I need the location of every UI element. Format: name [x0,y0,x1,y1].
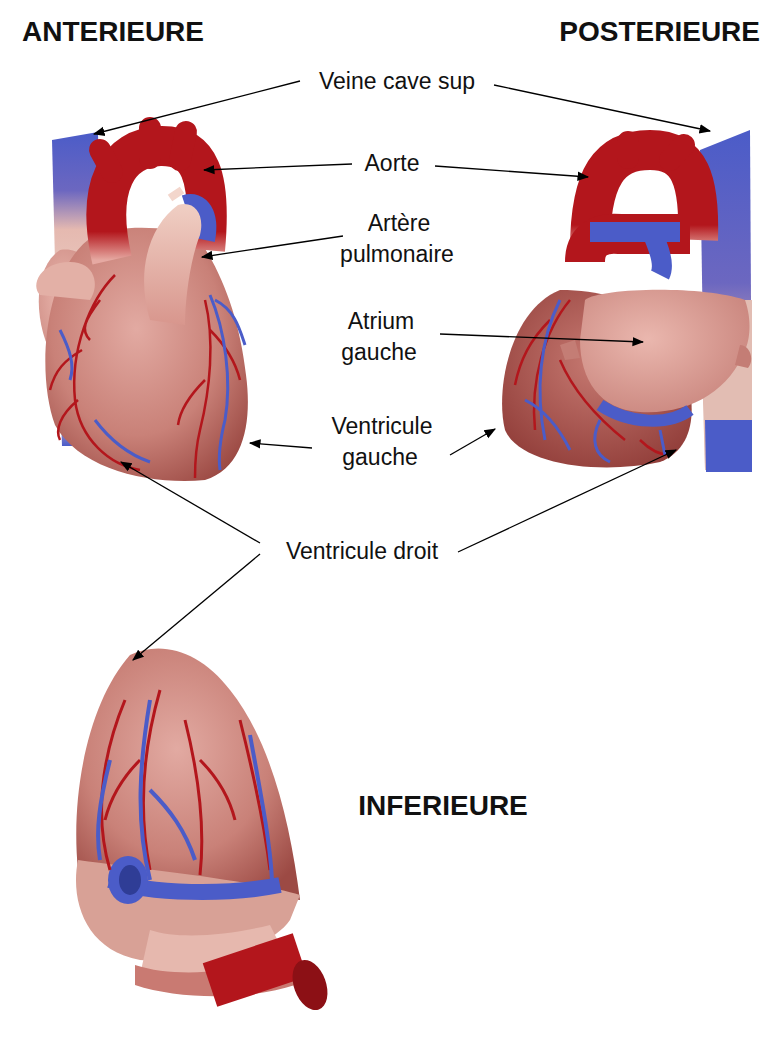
part-label: Aorte [363,150,422,176]
coronary-veins [98,700,272,880]
leader-arrow [440,334,643,342]
pulmonary-trunk [144,204,201,325]
part-label: Veine cave sup [317,68,477,94]
part-label: Atrium gauche [341,308,418,365]
leader-arrow [435,166,588,177]
leader-arrow [458,450,676,552]
aorta-lumen [286,955,334,1015]
part-label-box: Veine cave sup [292,66,502,97]
inferior-heart [76,648,334,1015]
leader-arrow [202,236,343,257]
pulmonary-arteries [590,228,680,275]
leader-arrow [121,462,260,543]
part-label-box: Atrium gauche [315,306,445,368]
coronary-veins [525,300,665,462]
coronary-veins [60,295,245,470]
aortic-branches [628,142,684,160]
part-label: Ventricule droit [284,538,440,564]
inferior-vena-cava [705,420,752,472]
part-label-box: Ventricule gauche [311,411,451,473]
right-auricle [36,262,95,300]
leader-arrow [250,443,312,448]
view-heading: INFERIEURE [356,790,530,821]
view-heading-box: ANTERIEURE [20,16,270,47]
vena-cava-lumen [119,865,141,895]
leader-arrow [133,554,260,660]
view-heading-box: POSTERIEURE [506,16,762,47]
view-heading: ANTERIEURE [20,16,206,47]
left-atrium [580,290,750,412]
part-label-box: Aorte [332,148,452,179]
aorta [210,955,300,985]
pulmonary-veins [560,340,751,368]
leader-arrow [494,85,710,131]
ventricles [76,648,300,900]
leader-lines [94,81,710,660]
part-label-box: Ventricule droit [247,536,477,567]
leader-arrow [204,164,352,170]
posterior-heart [502,130,752,472]
ligament [170,190,182,198]
coronary-arteries [50,275,240,478]
coronary-arteries [102,690,270,875]
view-heading-box: INFERIEURE [318,790,568,821]
leader-arrow [94,81,300,134]
part-label-box: Artère pulmonaire [323,208,473,270]
inferior-vena-cava [108,856,148,904]
view-heading: POSTERIEURE [557,16,762,47]
leader-arrow [450,429,495,455]
coronary-sinus [600,405,690,421]
part-label: Ventricule gauche [329,413,432,470]
coronary-arteries [515,300,670,455]
aortic-branches [100,128,186,172]
anterior-heart [36,128,248,481]
part-label: Artère pulmonaire [340,210,456,267]
